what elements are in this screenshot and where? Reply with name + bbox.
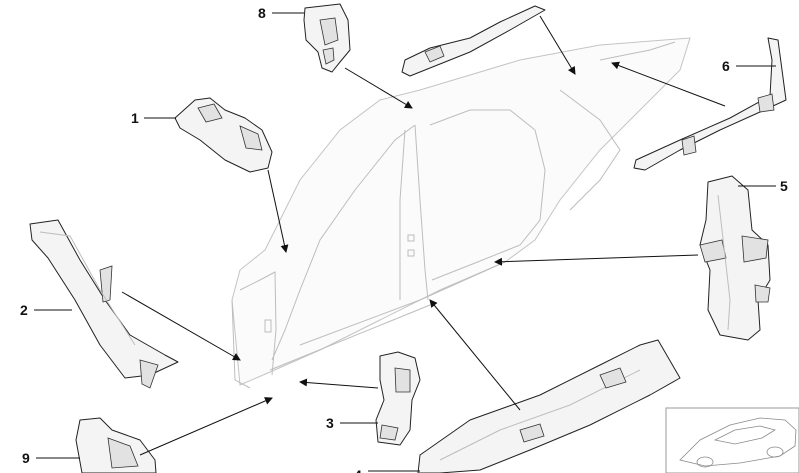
callout-5: 5 [738,178,788,194]
callout-4: 4 [354,467,420,473]
part-8-bracket [303,3,351,73]
svg-text:2: 2 [20,302,28,318]
svg-text:6: 6 [722,58,730,74]
part-1-reinforcement [174,97,273,173]
svg-text:5: 5 [780,178,788,194]
roof-rail-part [401,5,546,77]
part-5-bracket [699,175,771,341]
side-frame-assembly [231,37,691,389]
part-6-strip [633,37,787,171]
callout-8: 8 [258,5,304,21]
svg-text:4: 4 [354,467,362,473]
part-4-sill [417,339,681,473]
svg-text:8: 8 [258,5,266,21]
callout-6: 6 [722,58,776,74]
assembly-arrows [121,15,726,456]
callout-1: 1 [131,110,176,126]
reference-thumbnail [665,407,799,473]
callout-3: 3 [326,415,378,431]
callout-2: 2 [20,302,72,318]
callout-9: 9 [22,450,80,466]
svg-text:3: 3 [326,415,334,431]
svg-text:9: 9 [22,450,30,466]
svg-text:1: 1 [131,110,139,126]
part-3-bracket [375,351,421,446]
part-9-bracket [75,417,157,473]
part-2-pillar-panel [29,219,179,389]
